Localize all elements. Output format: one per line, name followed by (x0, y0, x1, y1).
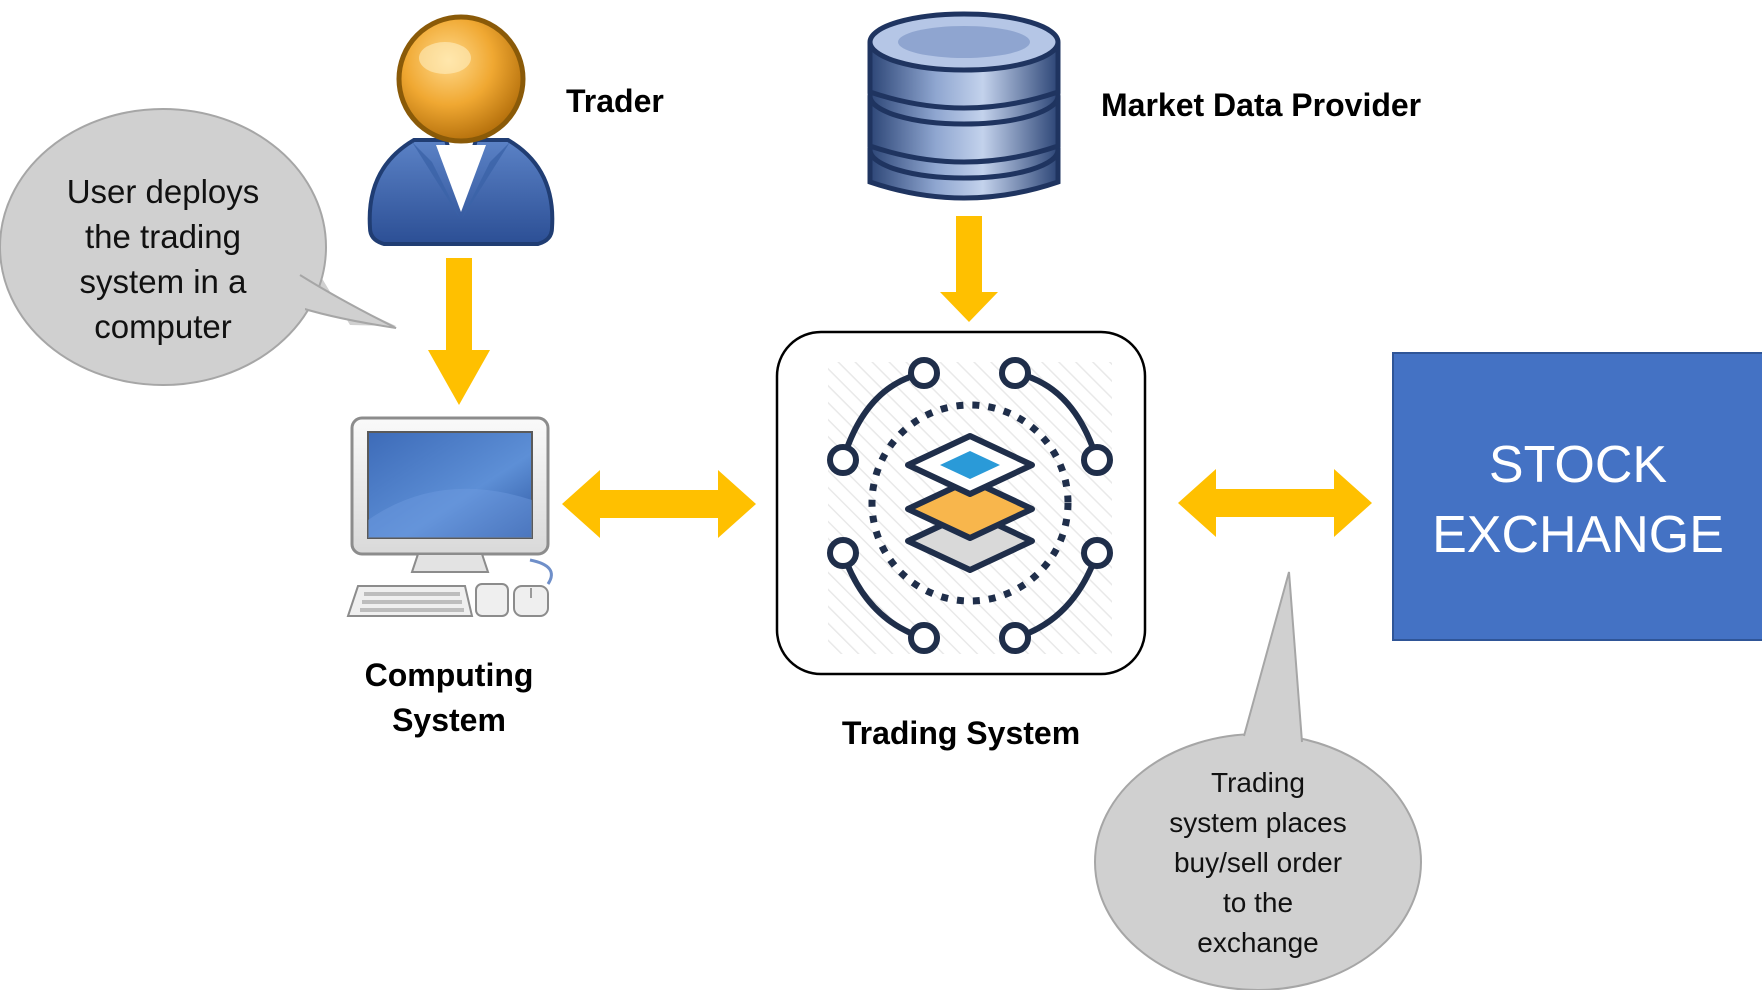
callout-deploy-line-1: User deploys (67, 173, 260, 210)
database-icon (867, 11, 1061, 201)
stock-exchange-label-line-2: EXCHANGE (1432, 506, 1724, 564)
market-data-provider-label: Market Data Provider (1101, 87, 1421, 123)
callout-deploy-line-2: the trading (85, 218, 241, 255)
callout-deploy-line-4: computer (94, 308, 232, 345)
callout-deploy-line-3: system in a (80, 263, 248, 300)
arrow-trader-to-computer (428, 258, 490, 405)
callout-order-line-5: exchange (1197, 927, 1318, 958)
stock-exchange-label-line-1: STOCK (1489, 436, 1668, 494)
callout-order-line-4: to the (1223, 887, 1293, 918)
computing-system-label-line-1: Computing (365, 657, 534, 693)
double-arrow-computer-trading-system (562, 470, 756, 538)
arrow-market-data-to-trading-system (940, 216, 998, 322)
callout-order-line-1: Trading (1211, 767, 1305, 798)
desktop-computer-icon (346, 416, 553, 617)
trading-system-label: Trading System (842, 715, 1080, 751)
person-icon (367, 14, 555, 246)
layers-network-icon (827, 357, 1113, 654)
double-arrow-trading-system-exchange (1178, 469, 1372, 537)
trader-label: Trader (566, 83, 664, 119)
callout-order: Trading system places buy/sell order to … (1094, 571, 1422, 990)
callout-order-line-2: system places (1169, 807, 1346, 838)
callout-deploy: User deploys the trading system in a com… (0, 108, 397, 386)
callout-order-line-3: buy/sell order (1174, 847, 1342, 878)
stock-exchange-box: STOCK EXCHANGE (1392, 352, 1762, 641)
computing-system-label-line-2: System (392, 702, 506, 738)
